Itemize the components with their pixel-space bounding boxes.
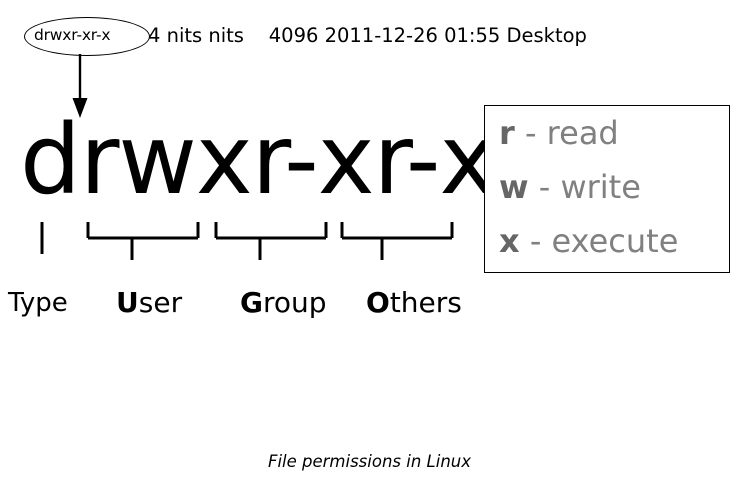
ls-details-text: 4 nits nits 4096 2011-12-26 01:55 Deskto… [148,24,587,47]
segment-label-group-rest: roup [262,286,327,319]
highlight-ellipse [24,17,150,56]
legend-key-r: r [499,114,515,152]
segment-label-group: Group [240,286,327,319]
segment-label-user: User [116,286,182,319]
segment-label-type: Type [8,288,68,318]
bracket-group [214,222,328,260]
legend-item-execute: x - execute [499,222,678,260]
legend-sep-x: - [519,222,552,260]
legend-item-write: w - write [499,168,641,206]
legend-sep-r: - [514,114,547,152]
bracket-others [340,222,454,260]
figure-caption: File permissions in Linux [267,452,472,471]
permission-string: drwxr-xr-x [20,104,496,216]
segment-label-others-bold: O [366,286,390,319]
down-arrow-icon [72,54,88,118]
segment-label-others: Others [366,286,462,319]
legend-item-read: r - read [499,114,619,152]
segment-label-others-rest: thers [389,286,462,319]
bracket-user [86,222,200,260]
legend-sep-w: - [528,168,561,206]
legend-key-w: w [499,168,529,206]
legend-meaning-write: write [560,168,641,206]
segment-label-user-bold: U [116,286,139,319]
legend-meaning-execute: execute [551,222,679,260]
segment-brackets [40,222,454,260]
segment-label-type-rest: Type [8,288,68,318]
segment-label-group-bold: G [240,286,263,319]
legend-key-x: x [499,222,520,260]
legend-meaning-read: read [546,114,619,152]
segment-label-user-rest: ser [138,286,183,319]
legend-box: r - read w - write x - execute [484,105,730,273]
